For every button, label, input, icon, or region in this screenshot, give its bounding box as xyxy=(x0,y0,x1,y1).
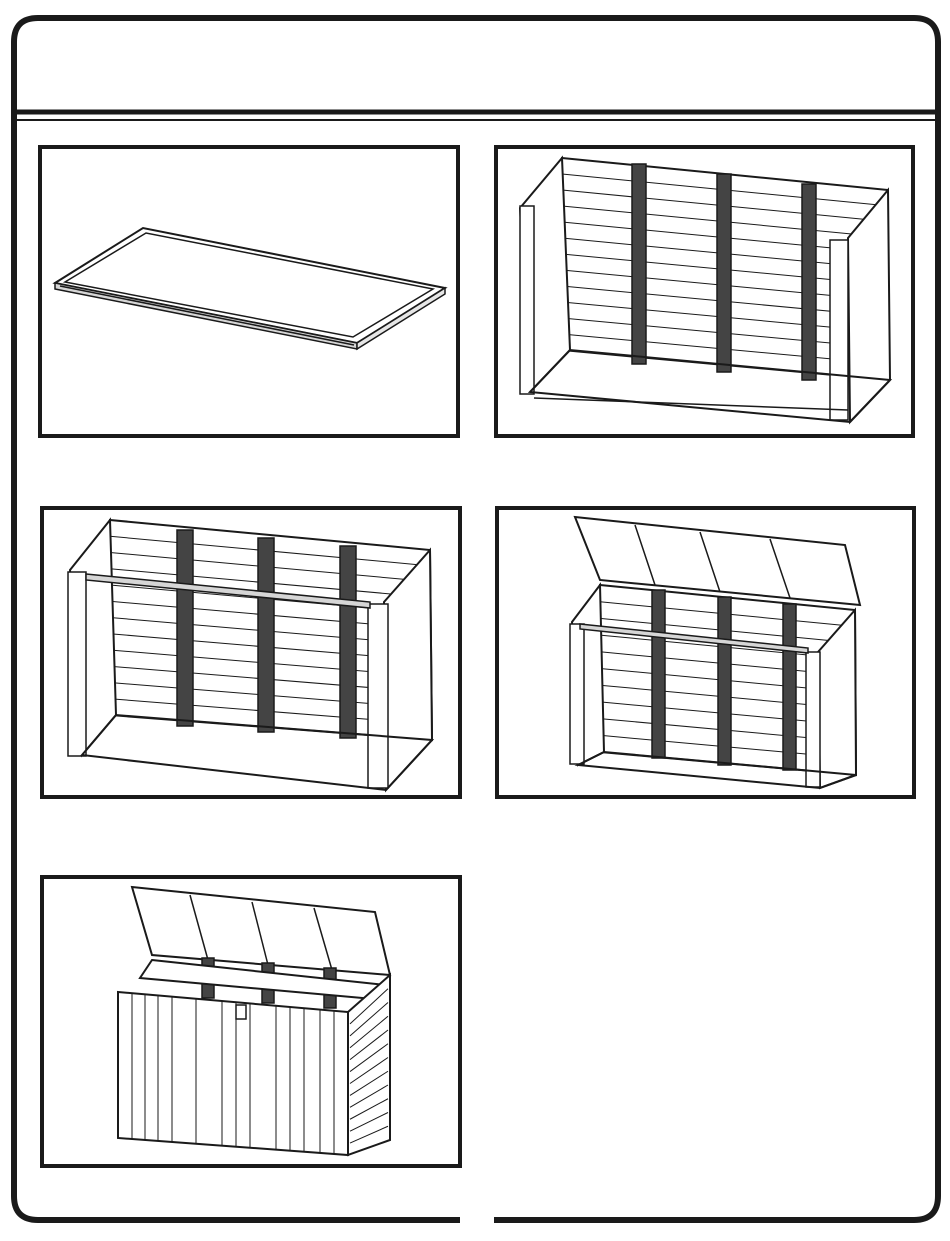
step-panel-walls xyxy=(496,147,913,436)
doors-drawing xyxy=(118,887,390,1155)
step-panel-base-frame xyxy=(40,147,458,436)
step-panel-doors xyxy=(42,877,460,1166)
step-panel-lid xyxy=(497,508,914,797)
header-title xyxy=(40,40,900,90)
lid-drawing xyxy=(570,517,860,788)
step-panel-crossbar xyxy=(42,508,460,797)
